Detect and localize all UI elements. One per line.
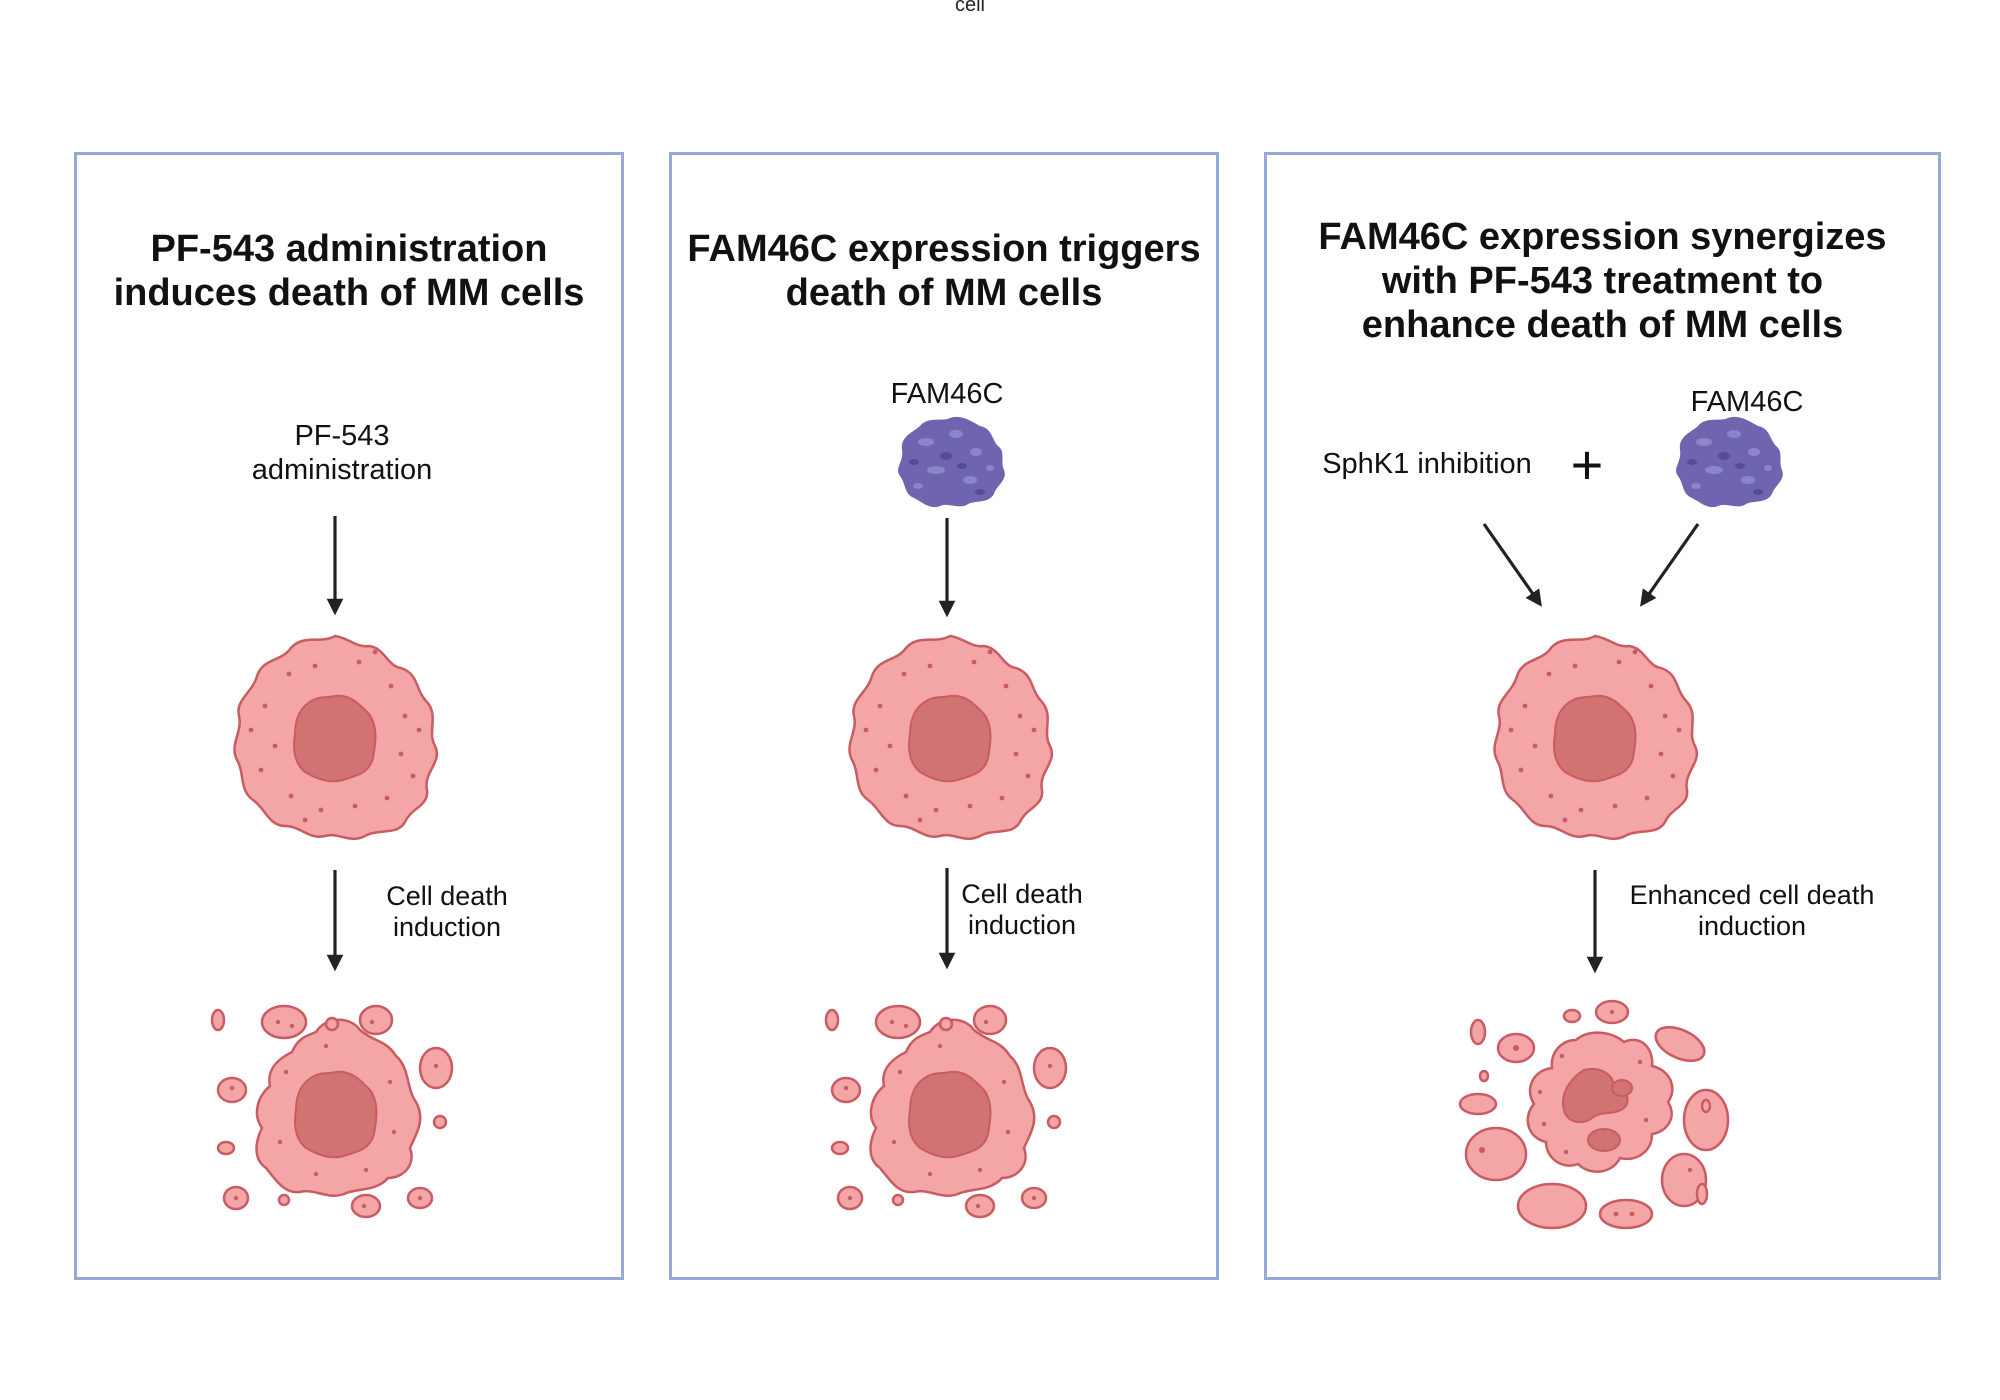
sphk1-arrow: [1482, 523, 1542, 607]
title-line: death of MM cells: [785, 272, 1103, 314]
arrow-label-line: Enhanced cell death: [1629, 880, 1875, 910]
title-line: enhance death of MM cells: [1361, 304, 1844, 346]
fam46c-protein-icon: [1676, 416, 1783, 508]
fragmented-cell: [1458, 999, 1730, 1230]
right-treatment-label: FAM46C: [1690, 386, 1804, 418]
title-line: induces death of MM cells: [113, 272, 585, 314]
title-line: with PF-543 treatment to: [1381, 260, 1824, 302]
arrow-label: Cell death induction: [922, 879, 1122, 941]
treatment-label: PF-543 administration: [197, 419, 487, 487]
left-treatment-label: SphK1 inhibition: [1322, 448, 1532, 480]
top-caption: cell: [954, 0, 985, 16]
panel-title: FAM46C expression triggers death of MM c…: [672, 227, 1216, 315]
plus-sign: +: [1570, 433, 1604, 496]
treatment-line: PF-543: [294, 420, 390, 452]
panel-title: FAM46C expression synergizes with PF-543…: [1267, 215, 1938, 347]
title-line: PF-543 administration: [150, 228, 548, 270]
arrow-label-line: Cell death: [386, 881, 508, 911]
fam46c-protein-icon: [898, 416, 1005, 508]
mm-cell: [233, 634, 439, 841]
dying-cell: [824, 1004, 1068, 1219]
arrow-label-line: Cell death: [961, 879, 1083, 909]
title-line: FAM46C expression synergizes: [1318, 216, 1887, 258]
arrow-label-line: induction: [1697, 911, 1807, 941]
mm-cell: [848, 634, 1054, 841]
treatment-line: administration: [251, 454, 433, 486]
arrow-label-line: induction: [967, 910, 1077, 940]
mm-cell: [1493, 634, 1699, 841]
arrow-label-line: induction: [392, 912, 502, 942]
arrow-label: Enhanced cell death induction: [1617, 880, 1887, 942]
title-line: FAM46C expression triggers: [687, 228, 1201, 270]
panel-title: PF-543 administration induces death of M…: [77, 227, 621, 315]
arrow-label: Cell death induction: [347, 881, 547, 943]
treatment-label: FAM46C: [890, 378, 1004, 410]
dying-cell: [210, 1004, 454, 1219]
fam46c-arrow: [1640, 523, 1700, 607]
